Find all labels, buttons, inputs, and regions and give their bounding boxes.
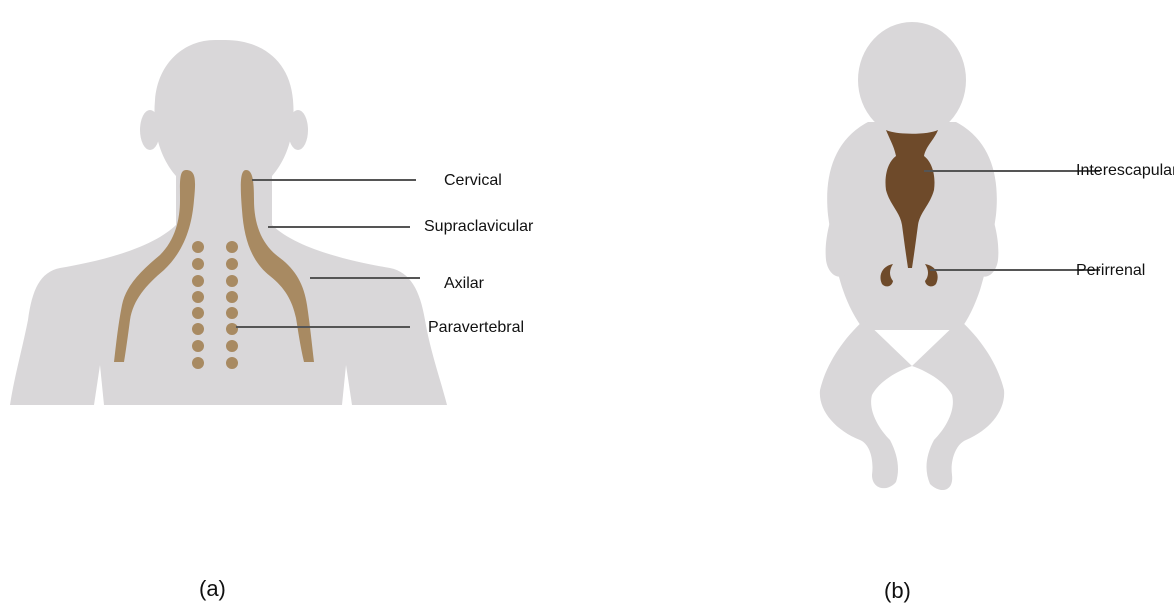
caption-b: (b) bbox=[884, 580, 911, 602]
label-axilar: Axilar bbox=[444, 276, 484, 292]
label-interescapular: Interescapular bbox=[1076, 163, 1174, 179]
label-cervical: Cervical bbox=[444, 173, 502, 189]
label-perirrenal: Perirrenal bbox=[1076, 263, 1145, 279]
caption-a: (a) bbox=[199, 578, 226, 600]
label-paravertebral: Paravertebral bbox=[428, 320, 524, 336]
label-supraclavicular: Supraclavicular bbox=[424, 219, 533, 235]
